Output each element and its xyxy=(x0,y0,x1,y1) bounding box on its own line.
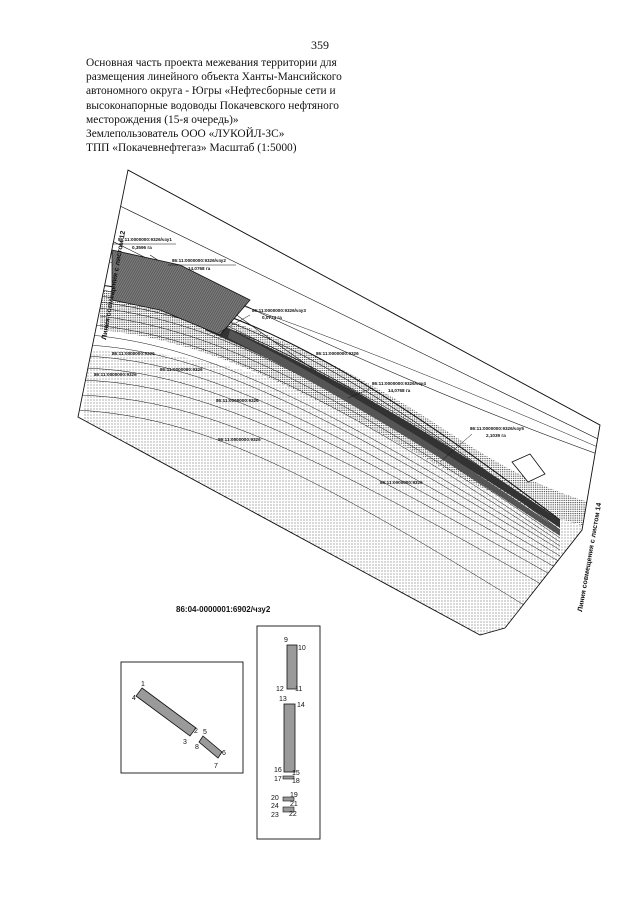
point-label: 2 xyxy=(194,728,198,735)
point-label: 22 xyxy=(289,811,297,818)
parcel-label: 86:11:0000000:9326 xyxy=(380,480,423,485)
point-label: 17 xyxy=(274,776,282,783)
map-border xyxy=(77,169,601,636)
point-label: 5 xyxy=(203,729,207,736)
parcel-area: 14,0768 га xyxy=(188,266,211,271)
title-line: Основная часть проекта межевания террито… xyxy=(86,57,337,69)
point-label: 23 xyxy=(271,812,279,819)
point-label: 10 xyxy=(298,645,306,652)
parcel-label: 86:11:0000000:9326/чзу3 xyxy=(252,308,306,313)
point-label: 6 xyxy=(222,750,226,757)
point-label: 14 xyxy=(297,702,305,709)
point-label: 7 xyxy=(214,763,218,770)
point-label: 9 xyxy=(284,637,288,644)
parcel-area: 2,1039 га xyxy=(486,433,506,438)
title-line: ТПП «Покачевнефтегаз» Масштаб (1:5000) xyxy=(86,142,297,155)
point-label: 8 xyxy=(195,744,199,751)
parcel-label: 86:11:0000000:9326/чзу4 xyxy=(372,381,426,386)
parcel-label: 86:11:0000000:9326 xyxy=(94,372,137,377)
title-line: Землепользователь ООО «ЛУКОЙЛ-ЗС» xyxy=(86,128,285,141)
point-label: 18 xyxy=(292,778,300,785)
point-label: 16 xyxy=(274,767,282,774)
parcel-area: 0,0774 га xyxy=(262,315,282,320)
parcel-area: 0,3596 га xyxy=(132,245,152,250)
parcel-label: 86:11:0000000:9326 xyxy=(216,398,259,403)
parcel-labels: 86:11:0000000:9326/чзу1 0,3596 га 86:11:… xyxy=(94,237,524,485)
parcel-label: 86:11:0000000:9326/чзу1 xyxy=(118,237,172,242)
title-block: Основная часть проекта межевания террито… xyxy=(86,56,386,155)
point-label: 13 xyxy=(279,696,287,703)
parcel-label: 86:11:0000000:9326 xyxy=(218,437,261,442)
page-number: 359 xyxy=(311,38,329,52)
point-label: 1 xyxy=(141,681,145,688)
parcel-label: 86:11:0000000:9326 xyxy=(316,351,359,356)
title-line: месторождения (15-я очередь)» xyxy=(86,113,239,126)
detail-right: 9 10 12 11 13 14 16 15 17 18 20 19 24 21… xyxy=(256,625,321,840)
point-label: 19 xyxy=(290,792,298,799)
title-line: автономного округа - Югры «Нефтесборные … xyxy=(86,85,336,98)
detail-left: 1 4 2 3 5 8 6 7 xyxy=(120,661,244,774)
parcel-label: 86:11:0000000:9326/чзу5 xyxy=(470,426,524,431)
title-line: высоконапорные водоводы Покачевского неф… xyxy=(86,99,339,112)
point-label: 21 xyxy=(290,801,298,808)
detail-caption: 86:04-0000001:6902/чзу2 xyxy=(176,605,271,614)
point-label: 3 xyxy=(183,739,187,746)
parcel-area: 14,0768 га xyxy=(388,388,411,393)
point-label: 20 xyxy=(271,795,279,802)
point-label: 4 xyxy=(132,695,136,702)
point-label: 15 xyxy=(292,770,300,777)
title-line: размещения линейного объекта Ханты-Манси… xyxy=(86,71,342,84)
point-label: 11 xyxy=(295,686,302,693)
parcel-label: 86:11:0000000:9326 xyxy=(112,351,155,356)
point-label: 24 xyxy=(271,803,279,810)
point-label: 12 xyxy=(276,686,284,693)
parcel-label: 86:11:0000000:9326 xyxy=(160,367,203,372)
parcel-label: 86:11:0000000:9326/чзу2 xyxy=(172,258,226,263)
